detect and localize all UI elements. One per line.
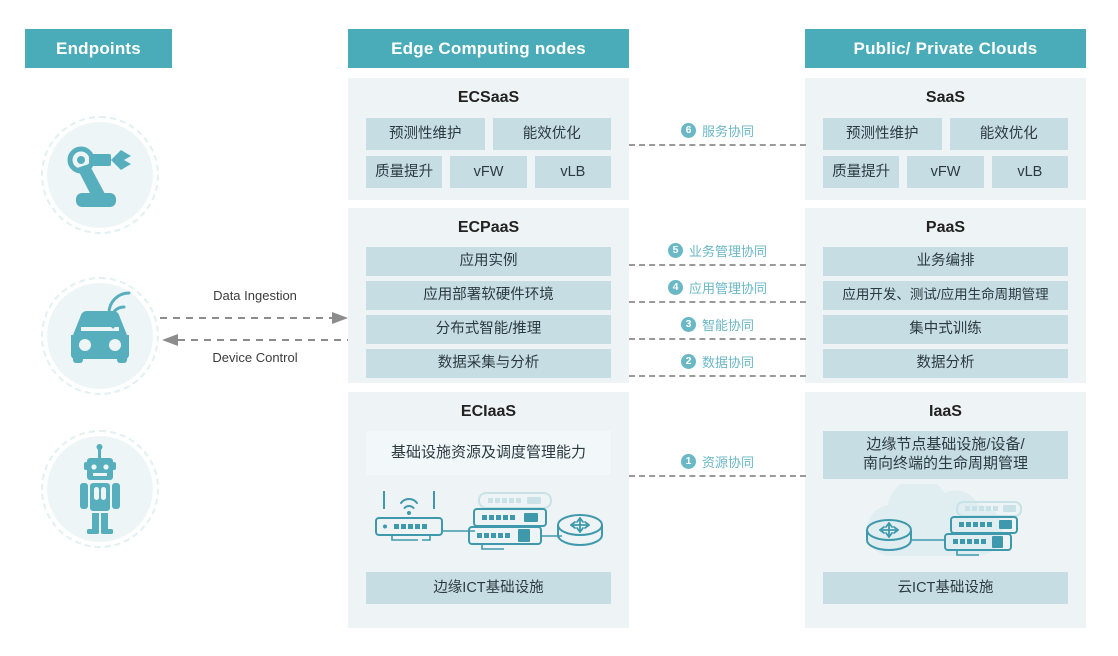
column-header-endpoints-label: Endpoints bbox=[56, 38, 141, 58]
collaboration-service: 6 服务协同 bbox=[629, 118, 806, 152]
collaboration-business-management: 5 业务管理协同 bbox=[629, 238, 806, 272]
tile-saas-predictive-maintenance[interactable]: 预测性维护 bbox=[823, 118, 942, 150]
bidirectional-arrow-icon bbox=[160, 312, 350, 346]
endpoint-robotic-arm bbox=[41, 116, 159, 234]
collaboration-label-5: 业务管理协同 bbox=[688, 243, 767, 259]
panel-title-saas: SaaS bbox=[925, 89, 966, 106]
tile-ecpaas-data-collection-analysis[interactable]: 数据采集与分析 bbox=[366, 349, 611, 378]
collaboration-label-1: 资源协同 bbox=[701, 454, 754, 470]
tile-iaas-capability[interactable]: 边缘节点基础设施/设备/ 南向终端的生命周期管理 bbox=[823, 431, 1068, 479]
panel-title-iaas: IaaS bbox=[929, 403, 962, 420]
tile-eciaas-capability[interactable]: 基础设施资源及调度管理能力 bbox=[366, 431, 611, 475]
dashed-ring-decoration bbox=[41, 277, 159, 395]
tile-paas-data-analysis[interactable]: 数据分析 bbox=[823, 349, 1068, 378]
tile-ecsaas-predictive-maintenance[interactable]: 预测性维护 bbox=[366, 118, 485, 150]
icon-disc bbox=[47, 122, 153, 228]
panel-iaas: IaaS 边缘节点基础设施/设备/ 南向终端的生命周期管理 bbox=[805, 392, 1086, 628]
tile-ecpaas-distributed-intelligence[interactable]: 分布式智能/推理 bbox=[366, 315, 611, 344]
column-header-cloud: Public/ Private Clouds bbox=[805, 29, 1086, 68]
endpoint-edge-flows: Data Ingestion Device Control bbox=[160, 288, 350, 372]
tile-iaas-capability-line2: 南向终端的生命周期管理 bbox=[862, 455, 1028, 472]
column-header-cloud-label: Public/ Private Clouds bbox=[853, 38, 1038, 58]
tile-eciaas-footer[interactable]: 边缘ICT基础设施 bbox=[366, 572, 611, 604]
collaboration-label-4: 应用管理协同 bbox=[688, 280, 767, 296]
connector-dashed-line bbox=[629, 338, 806, 340]
tile-ecpaas-deployment-environment[interactable]: 应用部署软硬件环境 bbox=[366, 281, 611, 310]
panel-eciaas: ECIaaS 基础设施资源及调度管理能力 bbox=[348, 392, 629, 628]
tile-saas-quality-improvement[interactable]: 质量提升 bbox=[823, 156, 900, 188]
data-ingestion-label: Data Ingestion bbox=[213, 288, 297, 303]
connected-car-icon bbox=[71, 291, 131, 363]
collaboration-label-2: 数据协同 bbox=[701, 354, 754, 370]
panel-title-ecpaas: ECPaaS bbox=[457, 219, 520, 236]
cloud-network-devices-icon bbox=[866, 484, 1022, 557]
column-header-edge-label: Edge Computing nodes bbox=[391, 38, 586, 58]
column-header-edge: Edge Computing nodes bbox=[348, 29, 629, 68]
panel-ecsaas: ECSaaS 预测性维护 能效优化 质量提升 vFW vLB bbox=[348, 78, 629, 200]
connector-dashed-line bbox=[629, 301, 806, 303]
collaboration-badge-1: 1 bbox=[680, 453, 696, 469]
collaboration-label-6: 服务协同 bbox=[701, 123, 754, 139]
connector-dashed-line bbox=[629, 375, 806, 377]
tile-iaas-capability-line1: 边缘节点基础设施/设备/ bbox=[866, 436, 1025, 454]
tile-saas-vfw[interactable]: vFW bbox=[907, 156, 984, 188]
tile-saas-vlb[interactable]: vLB bbox=[991, 156, 1068, 188]
tile-ecsaas-quality-improvement[interactable]: 质量提升 bbox=[366, 156, 443, 188]
column-header-endpoints: Endpoints bbox=[25, 29, 172, 68]
dashed-ring-decoration bbox=[41, 116, 159, 234]
connector-dashed-line bbox=[629, 475, 806, 477]
collaboration-badge-2: 2 bbox=[680, 353, 696, 369]
endpoint-humanoid-robot bbox=[41, 430, 159, 548]
tile-ecsaas-energy-optimization[interactable]: 能效优化 bbox=[492, 118, 611, 150]
tile-saas-energy-optimization[interactable]: 能效优化 bbox=[949, 118, 1068, 150]
tile-paas-service-orchestration[interactable]: 业务编排 bbox=[823, 247, 1068, 276]
collaboration-badge-5: 5 bbox=[667, 242, 683, 258]
device-control-label: Device Control bbox=[212, 350, 298, 365]
panel-title-paas: PaaS bbox=[925, 219, 966, 236]
collaboration-lane: 6 服务协同 5 业务管理协同 4 应用管理协同 3 智能协同 bbox=[629, 78, 806, 628]
tile-ecpaas-app-instance[interactable]: 应用实例 bbox=[366, 247, 611, 276]
endpoint-connected-car bbox=[41, 277, 159, 395]
collaboration-label-3: 智能协同 bbox=[701, 317, 754, 333]
collaboration-badge-6: 6 bbox=[680, 122, 696, 138]
tile-iaas-footer[interactable]: 云ICT基础设施 bbox=[823, 572, 1068, 604]
panel-saas: SaaS 预测性维护 能效优化 质量提升 vFW vLB bbox=[805, 78, 1086, 200]
collaboration-intelligence: 3 智能协同 bbox=[629, 312, 806, 346]
tile-paas-app-lifecycle[interactable]: 应用开发、测试/应用生命周期管理 bbox=[823, 281, 1068, 310]
tile-ecsaas-vfw[interactable]: vFW bbox=[450, 156, 527, 188]
edge-network-devices-icon bbox=[375, 491, 603, 550]
robot-icon bbox=[80, 444, 120, 534]
collaboration-badge-4: 4 bbox=[667, 279, 683, 295]
tile-paas-centralized-training[interactable]: 集中式训练 bbox=[823, 315, 1068, 344]
connector-dashed-line bbox=[629, 144, 806, 146]
connector-dashed-line bbox=[629, 264, 806, 266]
robotic-arm-icon bbox=[67, 146, 131, 207]
panel-paas: PaaS 业务编排 应用开发、测试/应用生命周期管理 集中式训练 数据分析 bbox=[805, 208, 1086, 383]
dashed-ring-decoration bbox=[41, 430, 159, 548]
tile-ecsaas-vlb[interactable]: vLB bbox=[534, 156, 611, 188]
collaboration-application-management: 4 应用管理协同 bbox=[629, 275, 806, 309]
panel-title-eciaas: ECIaaS bbox=[460, 403, 517, 420]
collaboration-resource: 1 资源协同 bbox=[629, 449, 806, 483]
panel-ecpaas: ECPaaS 应用实例 应用部署软硬件环境 分布式智能/推理 数据采集与分析 bbox=[348, 208, 629, 383]
collaboration-badge-3: 3 bbox=[680, 316, 696, 332]
collaboration-data: 2 数据协同 bbox=[629, 349, 806, 383]
panel-title-ecsaas: ECSaaS bbox=[457, 89, 520, 106]
